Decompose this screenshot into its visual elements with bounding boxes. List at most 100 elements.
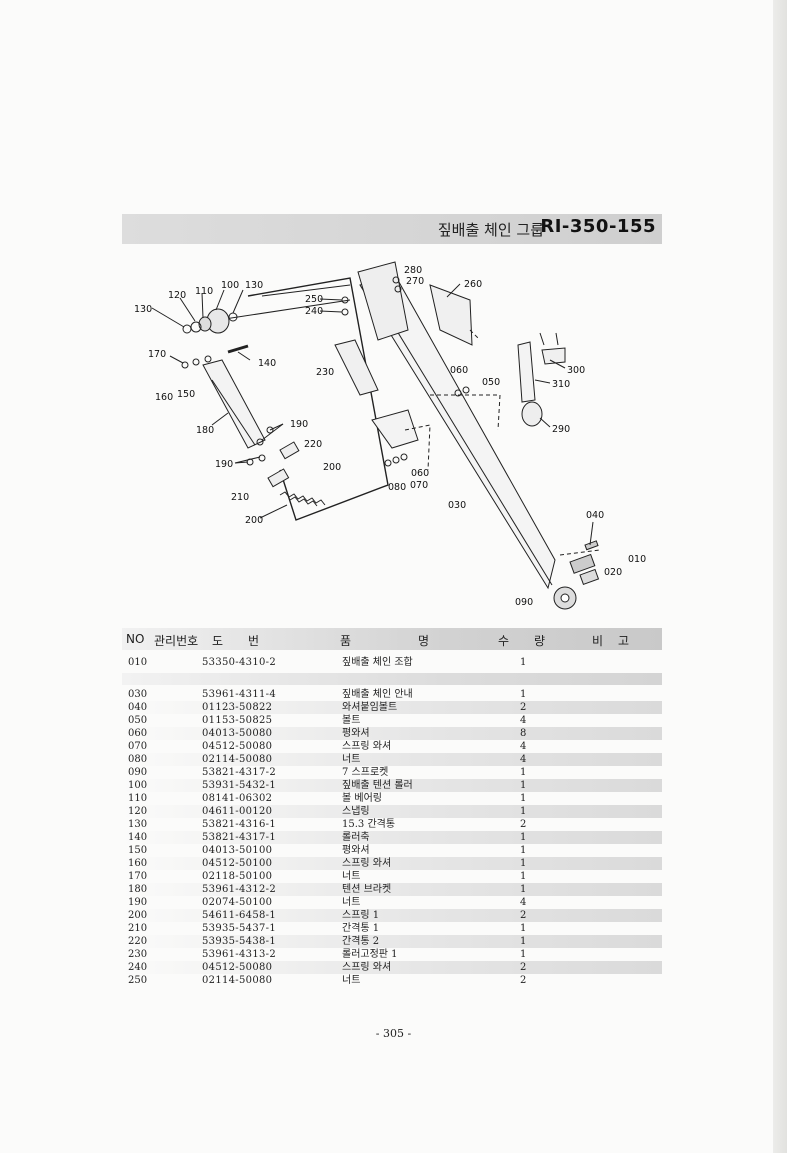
parts-table-header: NO 관리번호 도 번 품 명 수 량 비 고 [122,628,662,650]
cell-qty: 2 [520,962,527,973]
callout-190-right: 190 [290,419,308,430]
table-row: 190 02074-50100 너트 4 [122,896,662,909]
table-row: 230 53961-4313-2 롤러고정판 1 1 [122,948,662,961]
cell-part-number: 04611-00120 [202,806,273,817]
group-code: RI-350-155 [540,216,656,237]
header-qty-2: 량 [534,634,546,648]
cell-part-number: 02118-50100 [202,871,273,882]
cell-part-name: 볼트 [342,715,361,726]
callout-130-left: 130 [134,304,152,315]
cell-qty: 4 [520,754,527,765]
header-drawing-1: 도 [212,634,224,648]
cell-part-number: 01153-50825 [202,715,273,726]
cell-no: 210 [128,923,148,934]
cell-no: 010 [128,657,148,668]
cell-no: 230 [128,949,148,960]
cell-no: 080 [128,754,148,765]
cell-qty: 4 [520,897,527,908]
table-row: 150 04013-50100 평와셔 1 [122,844,662,857]
cell-part-number: 02114-50080 [202,975,273,986]
cell-qty: 1 [520,871,527,882]
cell-part-number: 53935-5438-1 [202,936,276,947]
cell-part-number: 02114-50080 [202,754,273,765]
table-row: 070 04512-50080 스프링 와셔 4 [122,740,662,753]
title-bar: 짚배출 체인 그룹 RI-350-155 [122,214,662,244]
table-row: 220 53935-5438-1 간격통 2 1 [122,935,662,948]
cell-part-number: 04013-50080 [202,728,273,739]
cell-part-name: 너트 [342,897,361,908]
callout-170: 170 [148,349,166,360]
cell-no: 110 [128,793,148,804]
table-row: 040 01123-50822 와셔붙임볼트 2 [122,701,662,714]
cell-no: 030 [128,689,148,700]
cell-part-name: 스프링 와셔 [342,741,392,752]
callout-150: 150 [177,389,195,400]
callout-100: 100 [221,280,239,291]
cell-part-name: 스프링 1 [342,910,380,921]
table-gap-bar [122,673,662,685]
callout-230: 230 [316,367,334,378]
callout-190-left: 190 [215,459,233,470]
table-row: 140 53821-4317-1 롤러축 1 [122,831,662,844]
cell-part-number: 04512-50100 [202,858,273,869]
header-mgmt-number: 관리번호 [154,634,199,648]
callout-270: 270 [406,276,424,287]
callout-280: 280 [404,265,422,276]
cell-qty: 1 [520,858,527,869]
callout-180: 180 [196,425,214,436]
cell-no: 170 [128,871,148,882]
cell-no: 240 [128,962,148,973]
cell-no: 090 [128,767,148,778]
page-number: - 305 - [375,1027,412,1040]
table-row: 170 02118-50100 너트 1 [122,870,662,883]
cell-part-name: 스냅링 [342,806,370,817]
cell-qty: 1 [520,845,527,856]
cell-part-name: 15.3 간격통 [342,819,396,830]
table-row: 180 53961-4312-2 텐션 브라켓 1 [122,883,662,896]
cell-no: 120 [128,806,148,817]
cell-qty: 4 [520,741,527,752]
cell-qty: 2 [520,702,527,713]
table-row: 210 53935-5437-1 간격통 1 1 [122,922,662,935]
callout-310: 310 [552,379,570,390]
callout-070: 070 [410,480,428,491]
cell-part-name: 짚배출 텐션 롤러 [342,780,413,791]
cell-part-number: 53821-4317-1 [202,832,276,843]
cell-no: 040 [128,702,148,713]
cell-no: 070 [128,741,148,752]
cell-part-name: 롤러고정판 1 [342,949,398,960]
cell-part-number: 53350-4310-2 [202,657,276,668]
callout-labels: 280 270 260 250 240 230 120 110 100 130 … [134,265,646,608]
callout-110: 110 [195,286,213,297]
callout-250: 250 [305,294,323,305]
cell-part-number: 53961-4313-2 [202,949,276,960]
callout-090: 090 [515,597,533,608]
cell-no: 050 [128,715,148,726]
header-no: NO [126,632,145,646]
table-row: 050 01153-50825 볼트 4 [122,714,662,727]
cell-qty: 4 [520,715,527,726]
table-row: 200 54611-6458-1 스프링 1 2 [122,909,662,922]
cell-part-name: 스프링 와셔 [342,858,392,869]
cell-part-name: 너트 [342,871,361,882]
cell-no: 160 [128,858,148,869]
cell-part-number: 04512-50080 [202,962,273,973]
cell-qty: 2 [520,819,527,830]
cell-no: 250 [128,975,148,986]
cell-part-number: 53961-4312-2 [202,884,276,895]
cell-part-name: 간격통 2 [342,936,380,947]
table-row: 120 04611-00120 스냅링 1 [122,805,662,818]
cell-qty: 1 [520,923,527,934]
cell-part-name: 와셔붙임볼트 [342,702,398,713]
callout-210: 210 [231,492,249,503]
cell-qty: 1 [520,793,527,804]
callout-200-left: 200 [245,515,263,526]
callout-160: 160 [155,392,173,403]
table-row: 110 08141-06302 볼 베어링 1 [122,792,662,805]
cell-qty: 1 [520,767,527,778]
cell-qty: 1 [520,884,527,895]
cell-qty: 1 [520,780,527,791]
table-row: 240 04512-50080 스프링 와셔 2 [122,961,662,974]
cell-part-name: 7 스프로켓 [342,767,389,778]
header-qty-1: 수 [498,634,510,648]
